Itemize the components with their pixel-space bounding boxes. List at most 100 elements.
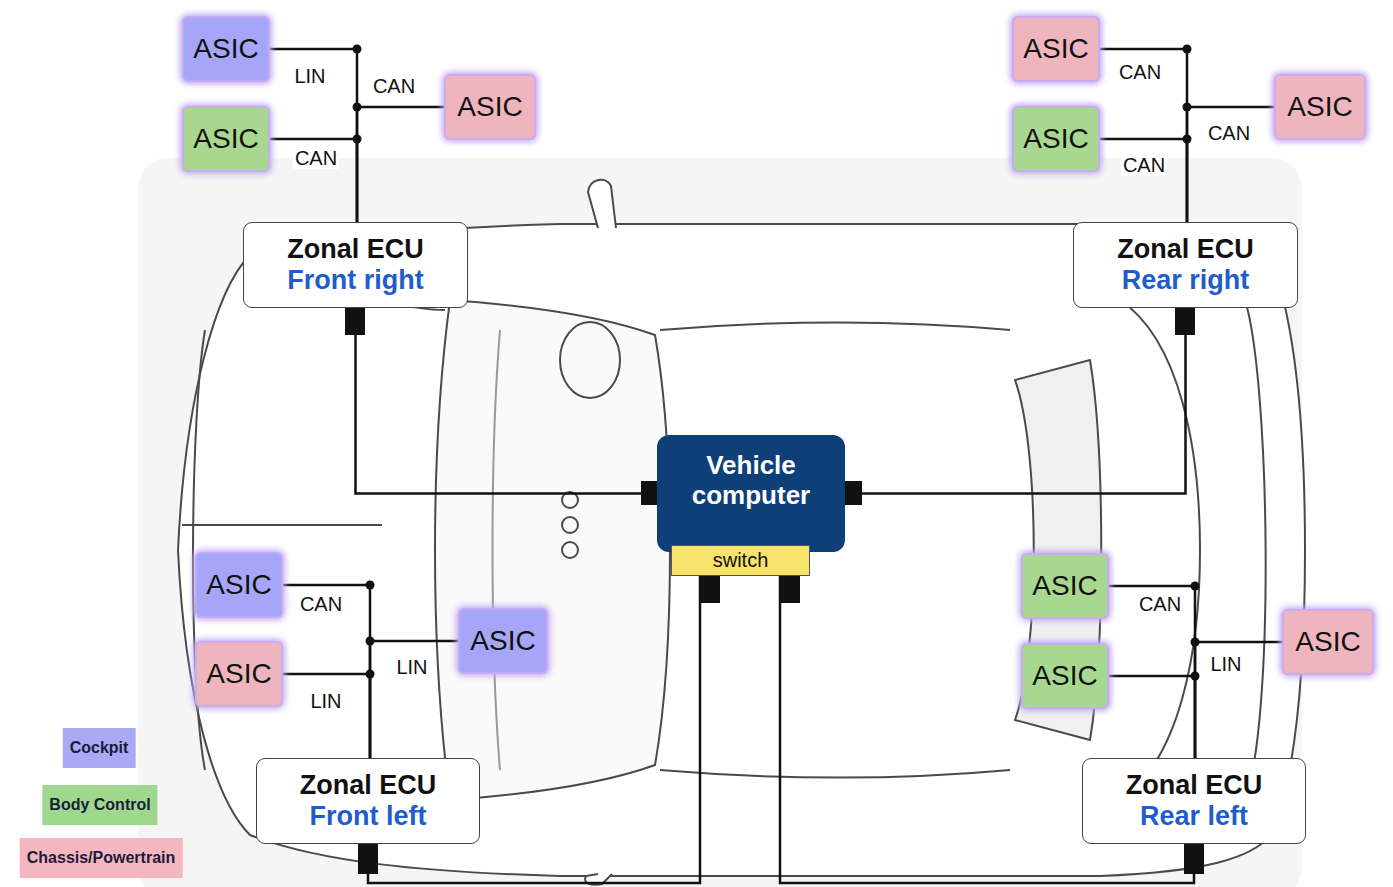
connector <box>283 585 370 758</box>
vehicle-computer-box: Vehicle computerswitch <box>657 435 845 552</box>
bus-label: CAN <box>1117 61 1163 83</box>
node-text: Zonal ECU <box>300 770 437 801</box>
node-text: ASIC <box>1023 33 1088 65</box>
asic-box: ASIC <box>444 74 536 140</box>
asic-box: ASIC <box>458 608 548 674</box>
node-text: ASIC <box>206 658 271 690</box>
asic-box: ASIC <box>1012 16 1100 82</box>
legend-swatch: Body Control <box>42 785 157 825</box>
junction-dot <box>353 45 362 54</box>
bus-label: CAN <box>1121 154 1167 176</box>
bus-label: CAN <box>371 75 417 97</box>
legend-swatch: Chassis/Powertrain <box>20 838 183 878</box>
connector <box>1195 642 1282 758</box>
asic-box: ASIC <box>182 16 270 82</box>
connector <box>370 641 458 758</box>
node-text: ASIC <box>193 33 258 65</box>
dashboard-dial <box>562 517 578 533</box>
bus-label: LIN <box>394 656 429 678</box>
connector <box>1109 586 1195 758</box>
node-text: Zonal ECU <box>287 234 424 265</box>
node-text: Rear left <box>1140 801 1248 832</box>
hood-crease <box>182 524 382 526</box>
asic-box: ASIC <box>182 106 270 172</box>
connector <box>270 49 357 222</box>
node-text: ASIC <box>1023 123 1088 155</box>
connector-port <box>700 573 720 603</box>
node-text: Zonal ECU <box>1126 770 1263 801</box>
junction-dot <box>366 637 375 646</box>
junction-dot <box>1183 45 1192 54</box>
bus-label: CAN <box>298 593 344 615</box>
asic-box: ASIC <box>1274 74 1366 140</box>
node-text: Front right <box>287 265 423 296</box>
connector <box>1100 139 1187 222</box>
junction-dot <box>366 670 375 679</box>
mirror <box>588 180 616 228</box>
connector <box>1109 676 1195 758</box>
zonal-ecu-box: Zonal ECURear left <box>1082 758 1306 844</box>
switch-box: switch <box>671 545 810 576</box>
junction-dot <box>366 581 375 590</box>
steering-wheel <box>560 322 620 398</box>
connector-port <box>780 573 800 603</box>
zonal-ecu-box: Zonal ECUFront left <box>256 758 480 844</box>
asic-box: ASIC <box>1021 553 1109 619</box>
connector-port <box>1175 308 1195 335</box>
connector <box>283 674 370 758</box>
node-text: ASIC <box>1032 660 1097 692</box>
rear-bumper <box>1245 300 1266 800</box>
car-body <box>178 224 1305 876</box>
legend-text: Body Control <box>49 796 150 814</box>
node-text: ASIC <box>470 625 535 657</box>
junction-dot <box>1191 582 1200 591</box>
node-text: switch <box>713 549 769 572</box>
node-text: ASIC <box>206 569 271 601</box>
dashboard-dial <box>562 542 578 558</box>
connector-port <box>1184 844 1204 874</box>
node-text: Rear right <box>1122 265 1250 296</box>
connector <box>845 308 1186 494</box>
junction-dot <box>1183 103 1192 112</box>
connector-port <box>345 308 365 335</box>
connector <box>357 107 444 222</box>
junction-dot <box>1183 135 1192 144</box>
asic-box: ASIC <box>1021 643 1109 709</box>
node-text: ASIC <box>1032 570 1097 602</box>
asic-box: ASIC <box>1282 609 1374 675</box>
node-text: ASIC <box>1287 91 1352 123</box>
legend-swatch: Cockpit <box>63 728 136 768</box>
asic-box: ASIC <box>195 641 283 707</box>
bus-label: CAN <box>1206 122 1252 144</box>
connector <box>1100 49 1187 222</box>
bus-label: LIN <box>1208 653 1243 675</box>
asic-box: ASIC <box>1012 106 1100 172</box>
zonal-ecu-box: Zonal ECURear right <box>1073 222 1298 308</box>
asic-box: ASIC <box>195 552 283 618</box>
junction-dot <box>353 103 362 112</box>
connector-port <box>358 844 378 874</box>
node-text: ASIC <box>1295 626 1360 658</box>
junction-dot <box>353 135 362 144</box>
node-text: Zonal ECU <box>1117 234 1254 265</box>
rear-deck <box>1120 300 1200 800</box>
windshield <box>435 300 670 800</box>
zonal-ecu-box: Zonal ECUFront right <box>243 222 468 308</box>
hood-line <box>300 275 445 825</box>
bus-label: CAN <box>1137 593 1183 615</box>
legend-text: Cockpit <box>70 739 129 757</box>
connector <box>270 139 357 222</box>
dashboard-line <box>493 330 501 770</box>
node-text: ASIC <box>457 91 522 123</box>
junction-dot <box>1191 638 1200 647</box>
node-text: ASIC <box>193 123 258 155</box>
bus-label: LIN <box>292 65 327 87</box>
node-text: Front left <box>310 801 427 832</box>
bus-label: LIN <box>308 690 343 712</box>
junction-dot <box>1191 672 1200 681</box>
node-text: Vehicle computer <box>657 451 845 511</box>
bus-label: CAN <box>293 147 339 169</box>
connector <box>356 308 658 494</box>
connector <box>1187 107 1274 222</box>
